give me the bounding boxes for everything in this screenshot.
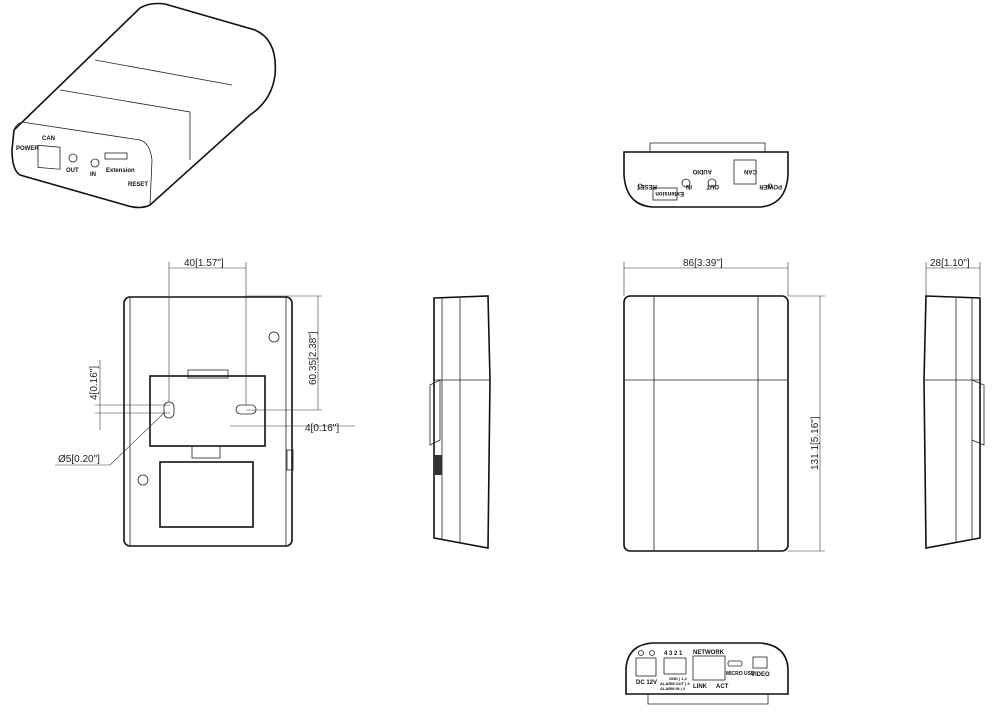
top-end-view: POWER CAN OUT IN AUDIO Extension RESET bbox=[623, 142, 789, 208]
dim-height: 131.1[5.16"] bbox=[810, 416, 821, 470]
dim-width: 86[3.39"] bbox=[683, 258, 723, 269]
iso-reset-label: RESET bbox=[128, 182, 148, 188]
dim-depth: 28[1.10"] bbox=[930, 258, 970, 269]
dim-mount-height: 60.35[2.38"] bbox=[308, 331, 319, 385]
video-label: VIDEO bbox=[751, 672, 770, 678]
front-view: 86[3.39"] 131.1[5.16"] bbox=[623, 258, 825, 552]
link-label: LINK bbox=[693, 684, 708, 690]
dim-slot-left: 4[0.16"] bbox=[89, 366, 100, 400]
top-in-label: IN bbox=[686, 183, 692, 189]
top-power-label: POWER bbox=[759, 183, 782, 189]
micro-usb-label: MICRO USB bbox=[726, 671, 755, 677]
iso-power-label: POWER bbox=[16, 146, 39, 152]
top-reset-label: RESET bbox=[637, 183, 657, 189]
bottom-end-view: DC 12V 4 3 2 1 GND | 1,2 ALARM OUT | 3 A… bbox=[625, 642, 789, 705]
pins-label: 4 3 2 1 bbox=[664, 651, 683, 657]
side-view-left bbox=[429, 295, 491, 549]
side-view-right: 28[1.10"] bbox=[923, 258, 985, 549]
dim-slot-right: 4[0.16"] bbox=[305, 423, 339, 434]
iso-in-label: IN bbox=[90, 172, 96, 178]
alarm-in-label: ALARM IN | 4 bbox=[660, 686, 686, 691]
isometric-view: POWER CAN OUT IN Extension RESET bbox=[11, 2, 277, 209]
alarm-out-label: ALARM OUT | 3 bbox=[660, 681, 690, 686]
back-view: 40[1.57"] 60.35[2.38"] 4[0.16"] 4[0.16"]… bbox=[55, 258, 355, 547]
dim-hole-diameter: Ø5[0.20"] bbox=[58, 454, 100, 465]
act-label: ACT bbox=[716, 684, 729, 690]
network-label: NETWORK bbox=[693, 650, 725, 656]
top-extension-label: Extension bbox=[655, 190, 684, 196]
iso-extension-label: Extension bbox=[106, 168, 135, 174]
top-can-label: CAN bbox=[744, 168, 757, 174]
iso-out-label: OUT bbox=[66, 168, 79, 174]
dim-mount-width: 40[1.57"] bbox=[184, 258, 224, 269]
dc-label: DC 12V bbox=[636, 680, 657, 686]
top-out-label: OUT bbox=[706, 183, 719, 189]
iso-can-label: CAN bbox=[42, 136, 55, 142]
top-audio-label: AUDIO bbox=[692, 168, 712, 174]
gnd-label: GND | 1,2 bbox=[669, 676, 688, 681]
